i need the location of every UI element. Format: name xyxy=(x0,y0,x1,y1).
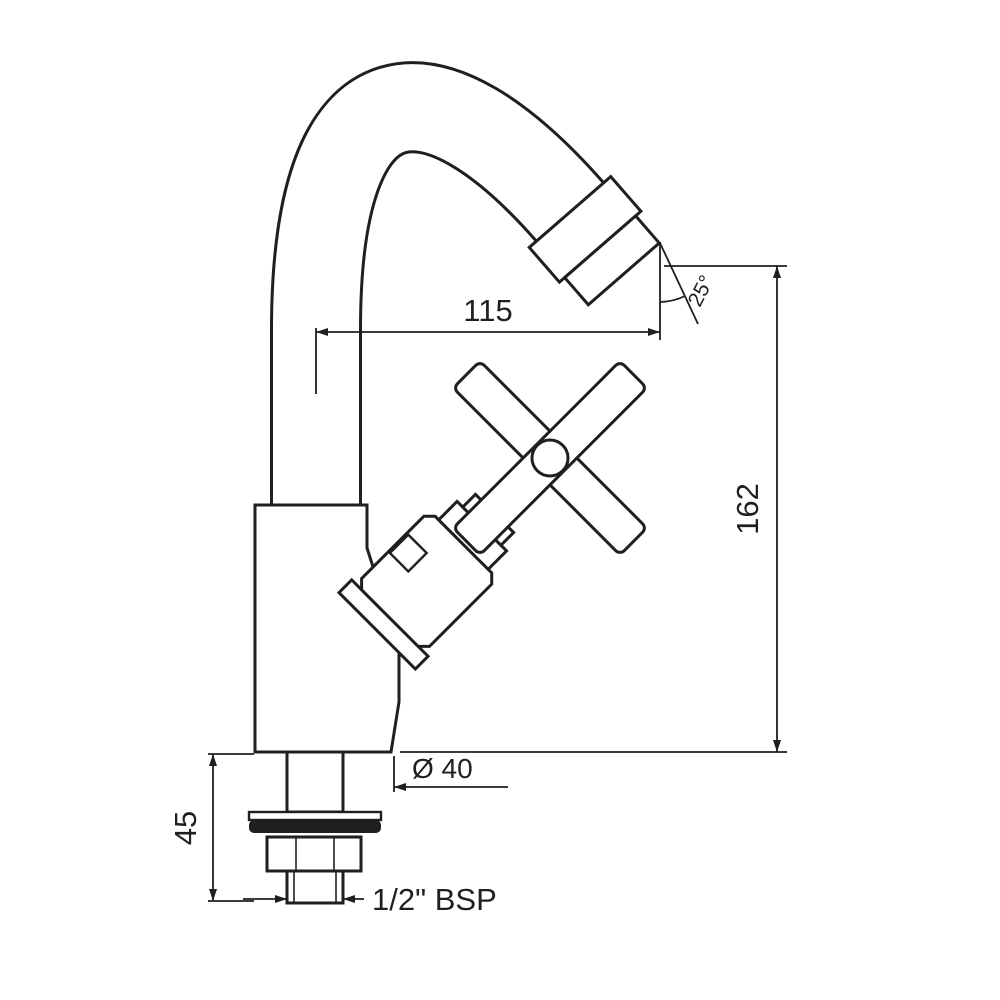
cross-handle xyxy=(454,362,646,554)
arrowhead xyxy=(343,895,355,903)
rubber-washer xyxy=(249,820,381,833)
dim-shank-length-label: 45 xyxy=(168,811,203,845)
dim-thread-label: 1/2" BSP xyxy=(372,882,497,917)
hex-nut xyxy=(265,835,363,873)
dim-base-dia-label: Ø 40 xyxy=(412,753,473,784)
tap-body xyxy=(253,503,401,754)
mounting-shank xyxy=(247,750,383,905)
arrowhead xyxy=(275,895,287,903)
spout-tip xyxy=(527,174,662,307)
handle-hub xyxy=(530,438,570,478)
spout-tube-inner xyxy=(273,64,603,510)
angle-arc xyxy=(659,295,686,303)
arrowhead xyxy=(209,754,217,766)
shank-tube xyxy=(285,750,345,814)
dim-spout-reach-label: 115 xyxy=(463,293,512,328)
arrowhead xyxy=(648,328,660,336)
arrowhead xyxy=(773,266,781,278)
arrowhead xyxy=(316,328,328,336)
arrowhead xyxy=(773,740,781,752)
angle-leg-line xyxy=(659,242,699,325)
dimension-annotations: 115 25° 162 Ø 40 45 1/2" BSP xyxy=(168,242,787,917)
thread-end xyxy=(285,869,345,905)
swan-neck-spout xyxy=(270,61,605,510)
valve-detail-port xyxy=(388,532,429,574)
spout-nozzle xyxy=(562,213,662,307)
washer-plate xyxy=(247,810,383,822)
arrowhead xyxy=(394,783,406,791)
arrowhead xyxy=(209,889,217,901)
dim-height-label: 162 xyxy=(730,483,765,535)
